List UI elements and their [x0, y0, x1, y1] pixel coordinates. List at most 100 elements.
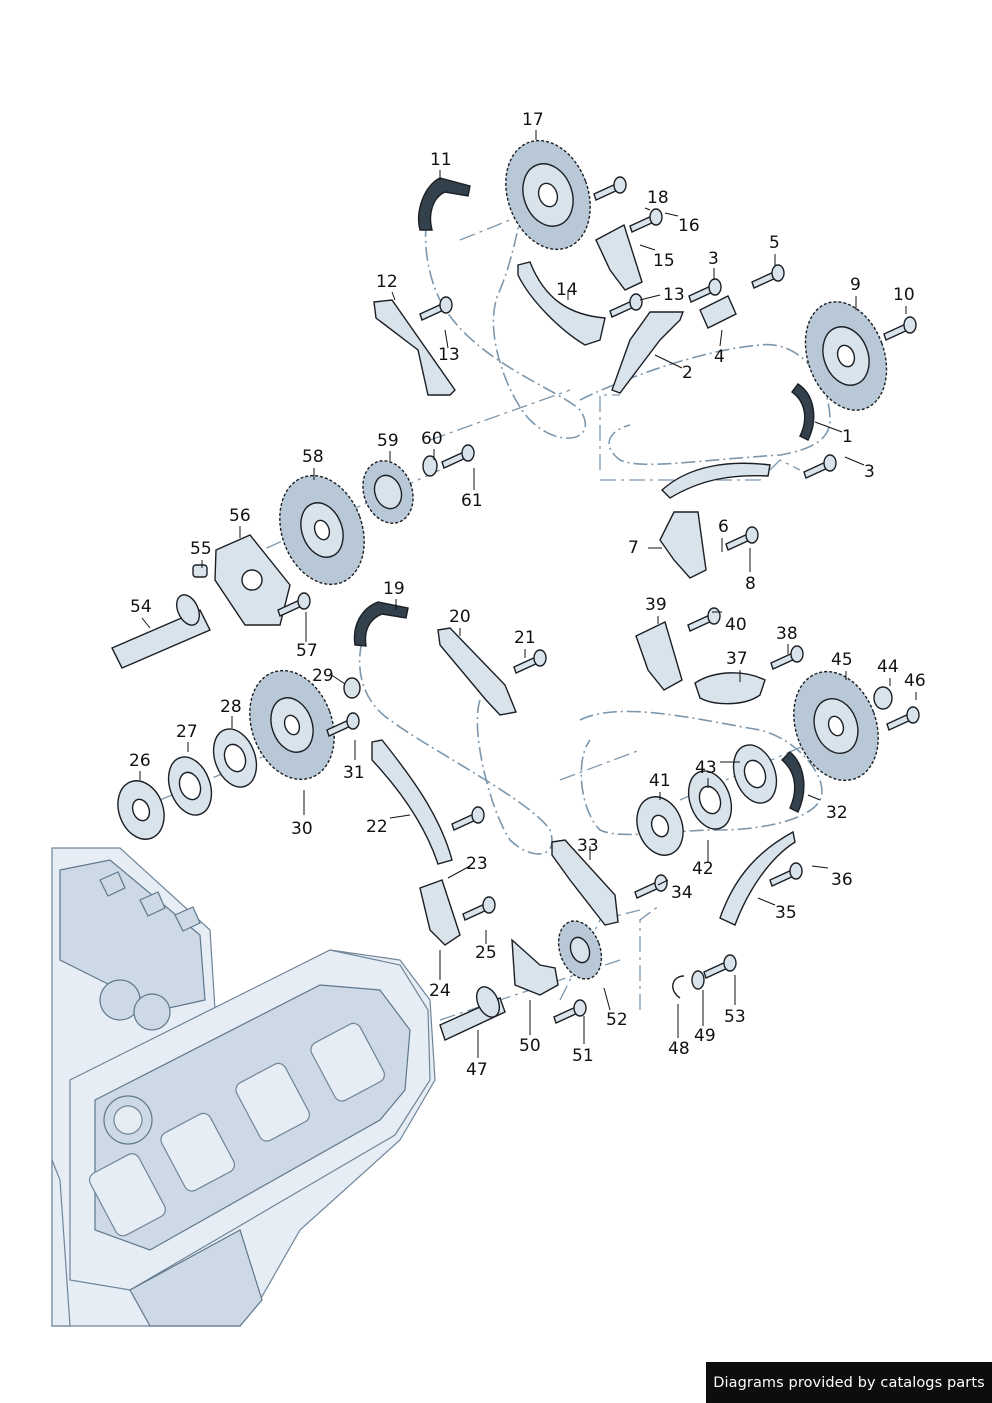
leader-line-5 — [719, 329, 723, 347]
callout-41: 41 — [649, 771, 671, 791]
callout-51: 51 — [572, 1046, 594, 1066]
bolt-5 — [609, 293, 643, 318]
callout-13: 13 — [438, 345, 460, 365]
callout-32: 32 — [826, 803, 848, 823]
callout-23: 23 — [466, 854, 488, 874]
callout-15: 15 — [653, 251, 675, 271]
callout-60: 60 — [421, 429, 443, 449]
cylinder-head-illustration — [51, 847, 436, 1327]
cam-sprocket-9 — [804, 301, 888, 411]
bolt-8 — [419, 296, 453, 321]
leader-line-17 — [639, 244, 656, 251]
cam-sprocket-17 — [505, 139, 591, 251]
leader-line-18 — [664, 212, 679, 217]
bolt-21 — [553, 999, 587, 1024]
bolt-12 — [513, 649, 547, 674]
leader-line-34 — [807, 794, 821, 801]
callout-12: 12 — [376, 272, 398, 292]
callout-56: 56 — [229, 506, 251, 526]
callout-44: 44 — [877, 657, 899, 677]
callout-46: 46 — [904, 671, 926, 691]
callout-18: 18 — [647, 188, 669, 208]
sprocket-45 — [793, 670, 879, 782]
callout-11: 11 — [430, 150, 452, 170]
callout-52: 52 — [606, 1010, 628, 1030]
sprocket-59 — [362, 460, 414, 524]
leader-line-2 — [654, 354, 683, 369]
callout-54: 54 — [130, 597, 152, 617]
callout-25: 25 — [475, 943, 497, 963]
leader-line-37 — [757, 897, 776, 906]
bolt-1 — [593, 176, 627, 201]
leader-line-24 — [389, 814, 411, 819]
part-labels: 1 2 3 3 4 5 6 7 8 9 10 11 12 13 13 14 15… — [129, 110, 926, 1080]
bolt-18 — [770, 645, 804, 670]
leader-line-54 — [603, 987, 611, 1011]
leader-line-15 — [639, 294, 661, 301]
callout-3: 3 — [708, 249, 719, 269]
callout-30: 30 — [291, 819, 313, 839]
bolt-2 — [629, 208, 663, 233]
bolt-9 — [441, 444, 475, 469]
parts-illustrations — [111, 139, 893, 1041]
callout-26: 26 — [129, 751, 151, 771]
callout-43: 43 — [695, 758, 717, 778]
leader-line-31 — [329, 673, 346, 685]
callout-8: 8 — [745, 574, 756, 594]
bolt-6 — [883, 316, 917, 341]
callout-58: 58 — [302, 447, 324, 467]
bolt-11 — [277, 592, 311, 617]
bolt-16 — [634, 874, 668, 899]
callout-7: 7 — [628, 538, 639, 558]
callout-29: 29 — [312, 666, 334, 686]
bolt-15 — [462, 896, 496, 921]
credit-banner: Diagrams provided by catalogs parts — [706, 1362, 992, 1403]
leader-line-38 — [811, 865, 829, 869]
callout-16: 16 — [678, 216, 700, 236]
callout-38: 38 — [776, 624, 798, 644]
callout-40: 40 — [725, 615, 747, 635]
leader-line-14 — [444, 329, 449, 349]
callout-10: 10 — [893, 285, 915, 305]
callout-27: 27 — [176, 722, 198, 742]
callout-1: 1 — [842, 427, 853, 447]
bolt-19 — [687, 607, 721, 632]
callout-28: 28 — [220, 697, 242, 717]
bolt-3 — [688, 278, 722, 303]
leader-line-20 — [644, 207, 651, 211]
callout-22: 22 — [366, 817, 388, 837]
callout-55: 55 — [190, 539, 212, 559]
leader-line-13 — [391, 291, 396, 301]
callout-31: 31 — [343, 763, 365, 783]
callout-37: 37 — [726, 649, 748, 669]
callout-13b: 13 — [663, 285, 685, 305]
callout-9: 9 — [850, 275, 861, 295]
callout-35: 35 — [775, 903, 797, 923]
callout-6: 6 — [718, 517, 729, 537]
callout-14: 14 — [556, 280, 578, 300]
callout-24: 24 — [429, 981, 451, 1001]
leader-line-25 — [447, 865, 471, 879]
callout-45: 45 — [831, 650, 853, 670]
callout-19: 19 — [383, 579, 405, 599]
callout-48: 48 — [668, 1039, 690, 1059]
sprocket-52 — [557, 920, 603, 980]
leader-line-36 — [657, 879, 669, 886]
callout-61: 61 — [461, 491, 483, 511]
callout-3b: 3 — [864, 462, 875, 482]
leader-line-4 — [844, 456, 865, 466]
sprocket-30 — [249, 669, 335, 781]
callout-42: 42 — [692, 859, 714, 879]
callout-47: 47 — [466, 1060, 488, 1080]
callout-33: 33 — [577, 836, 599, 856]
leader-line-1 — [814, 421, 843, 433]
callout-39: 39 — [645, 595, 667, 615]
callout-34: 34 — [671, 883, 693, 903]
bolt-14 — [451, 806, 485, 831]
bolt-13 — [326, 712, 360, 737]
callout-57: 57 — [296, 641, 318, 661]
bolt-20 — [886, 706, 920, 731]
leader-lines — [139, 130, 917, 1058]
callout-4: 4 — [714, 347, 725, 367]
